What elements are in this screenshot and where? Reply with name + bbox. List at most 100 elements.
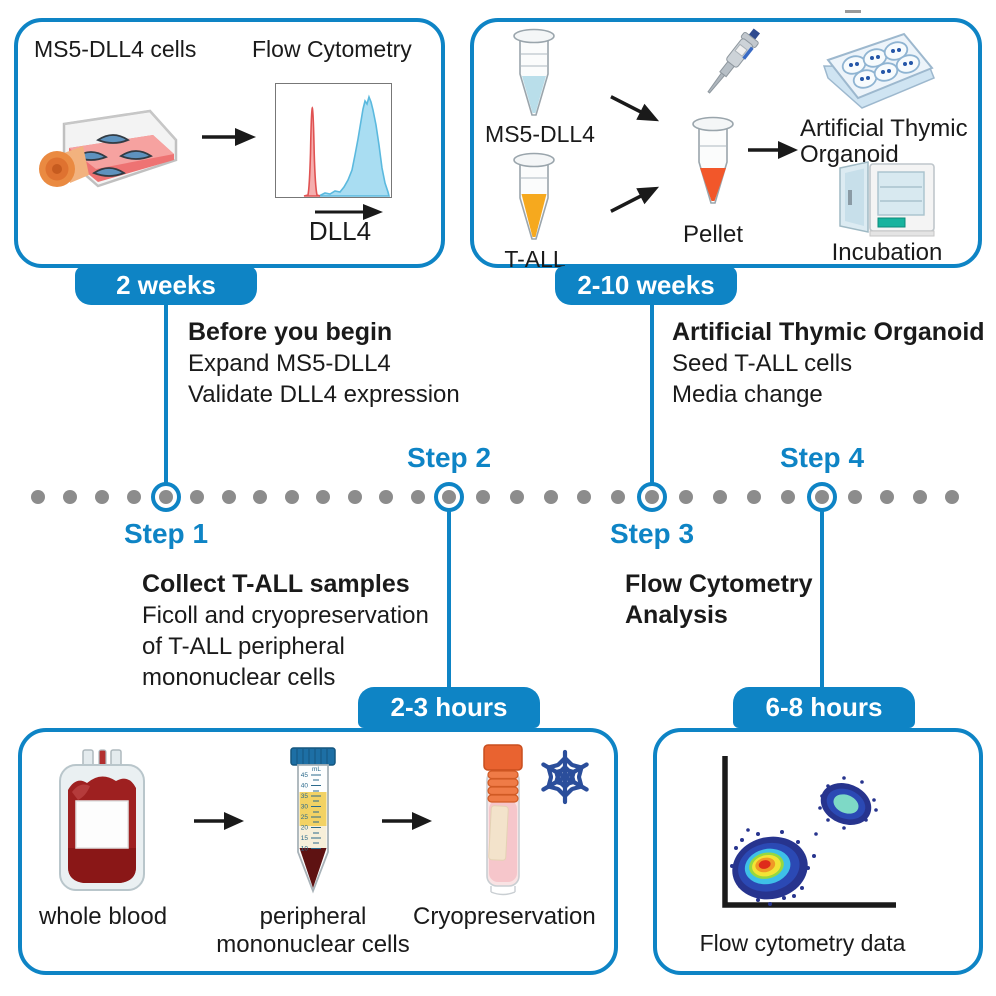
culture-flask-icon (39, 109, 178, 188)
timeline-dot (127, 490, 141, 504)
connector-step4 (820, 509, 824, 689)
svg-text:20: 20 (301, 825, 309, 832)
annotation-organoid: Artificial Thymic Organoid Seed T-ALL ce… (672, 317, 985, 410)
timeline-ring-step-4 (807, 482, 837, 512)
label-organoid-line1: Artificial Thymic (800, 115, 968, 142)
microtube-ms5-dll4-icon (513, 28, 555, 116)
annotation-title: Before you begin (188, 318, 393, 346)
timeline-dot (679, 490, 693, 504)
arrow-right-icon (382, 812, 432, 830)
annotation-line: Media change (672, 381, 823, 408)
badge-6-8-hours: 6-8 hours (733, 687, 915, 728)
annotation-line: Seed T-ALL cells (672, 350, 853, 377)
annotation-line: mononuclear cells (142, 664, 336, 691)
svg-text:40: 40 (301, 783, 309, 790)
timeline-ring-step-1 (151, 482, 181, 512)
well-plate-icon (822, 32, 935, 109)
label-organoid-line2: Organoid (800, 141, 899, 168)
arrow-upright-icon (610, 186, 660, 213)
annotation-title: Collect T-ALL samples (142, 570, 410, 598)
annotation-before-you-begin: Before you begin Expand MS5-DLL4 Validat… (188, 317, 460, 410)
label-peripheral: peripheral (259, 903, 367, 930)
microtube-tall-icon (513, 152, 555, 240)
label-whole-blood: whole blood (38, 903, 168, 930)
falcon-tube-icon: 45 40 35 30 25 20 15 10 mL (290, 747, 336, 894)
arrow-right-icon (194, 812, 244, 830)
annotation-line: Ficoll and cryopreservation (142, 602, 429, 629)
step-label-step-4: Step 4 (779, 442, 865, 473)
connector-step1 (164, 303, 168, 485)
pipette-icon (707, 28, 761, 94)
timeline-dot (221, 490, 236, 504)
annotation-title: Artificial Thymic Organoid (672, 318, 985, 346)
axis-label-dll4: DLL4 (308, 216, 372, 246)
annotation-line: Expand MS5-DLL4 (188, 350, 391, 377)
svg-text:35: 35 (301, 793, 309, 800)
timeline-dot (410, 490, 425, 504)
dll4-histogram-plot (275, 83, 392, 198)
annotation-collect: Collect T-ALL samples Ficoll and cryopre… (142, 569, 429, 693)
label-flow-cytometry: Flow Cytometry (252, 36, 412, 62)
step-label-step-1: Step 1 (123, 518, 209, 549)
timeline-ring-step-3 (637, 482, 667, 512)
timeline: Step 1 Step 2 Step 3 Step 4 (0, 442, 996, 549)
timeline-dot (543, 490, 558, 504)
timeline-dot (713, 490, 727, 504)
arrow-right-icon (202, 128, 256, 146)
timeline-dot (912, 490, 927, 504)
badge-2-weeks: 2 weeks (75, 266, 257, 305)
label-ms5-dll4-cells: MS5-DLL4 cells (34, 36, 197, 62)
annotation-title: Flow Cytometry (625, 570, 813, 598)
connector-step2 (447, 509, 451, 689)
timeline-dot (945, 490, 959, 504)
timeline-dot (95, 490, 109, 504)
timeline-dot (379, 490, 394, 504)
timeline-dot (781, 490, 795, 504)
label-tube-ms5-dll4: MS5-DLL4 (485, 121, 595, 147)
step-label-step-3: Step 3 (609, 518, 695, 549)
timeline-dot (509, 490, 524, 504)
cryovial-icon (483, 744, 523, 896)
timeline-dot (190, 490, 205, 504)
timeline-dot (253, 490, 268, 504)
timeline-dot (747, 490, 761, 504)
label-cryopreservation: Cryopreservation (413, 903, 596, 930)
label-mononuclear-cells: mononuclear cells (216, 931, 410, 958)
badge-2-3-hours: 2-3 hours (358, 687, 540, 728)
caption-flow-cytometry-data: Flow cytometry data (699, 930, 906, 956)
svg-text:15: 15 (301, 835, 309, 842)
timeline-dot (880, 490, 894, 504)
arrow-downright-icon (610, 95, 660, 122)
timeline-dot (316, 490, 331, 504)
timeline-dot (577, 490, 592, 504)
svg-text:45: 45 (301, 772, 309, 779)
timeline-dot (347, 490, 362, 504)
svg-text:mL: mL (312, 766, 321, 773)
annotation-title: Analysis (625, 601, 728, 629)
label-incubation: Incubation (831, 239, 943, 266)
pellet-tube-icon (692, 116, 734, 204)
arrow-right-icon (748, 141, 798, 159)
svg-text:10: 10 (301, 846, 309, 853)
timeline-dot (284, 490, 299, 504)
incubator-icon (839, 161, 935, 237)
flow-cytometry-scatter-plot (722, 756, 896, 908)
timeline-dot (63, 490, 77, 504)
step-label-step-2: Step 2 (406, 442, 492, 473)
artifact-dash (845, 10, 861, 13)
snowflake-icon (536, 748, 594, 806)
timeline-dot (31, 490, 45, 504)
label-pellet: Pellet (682, 221, 744, 248)
annotation-line: Validate DLL4 expression (188, 381, 460, 408)
svg-text:25: 25 (301, 814, 309, 821)
connector-step3 (650, 303, 654, 485)
axis-arrow-icon (315, 204, 383, 220)
svg-text:30: 30 (301, 804, 309, 811)
timeline-ring-step-2 (434, 482, 464, 512)
timeline-dot (847, 490, 862, 504)
label-tube-tall: T-ALL (504, 246, 566, 272)
timeline-dot (611, 490, 626, 504)
badge-2-10-weeks: 2-10 weeks (555, 266, 737, 305)
annotation-line: of T-ALL peripheral (142, 633, 345, 660)
